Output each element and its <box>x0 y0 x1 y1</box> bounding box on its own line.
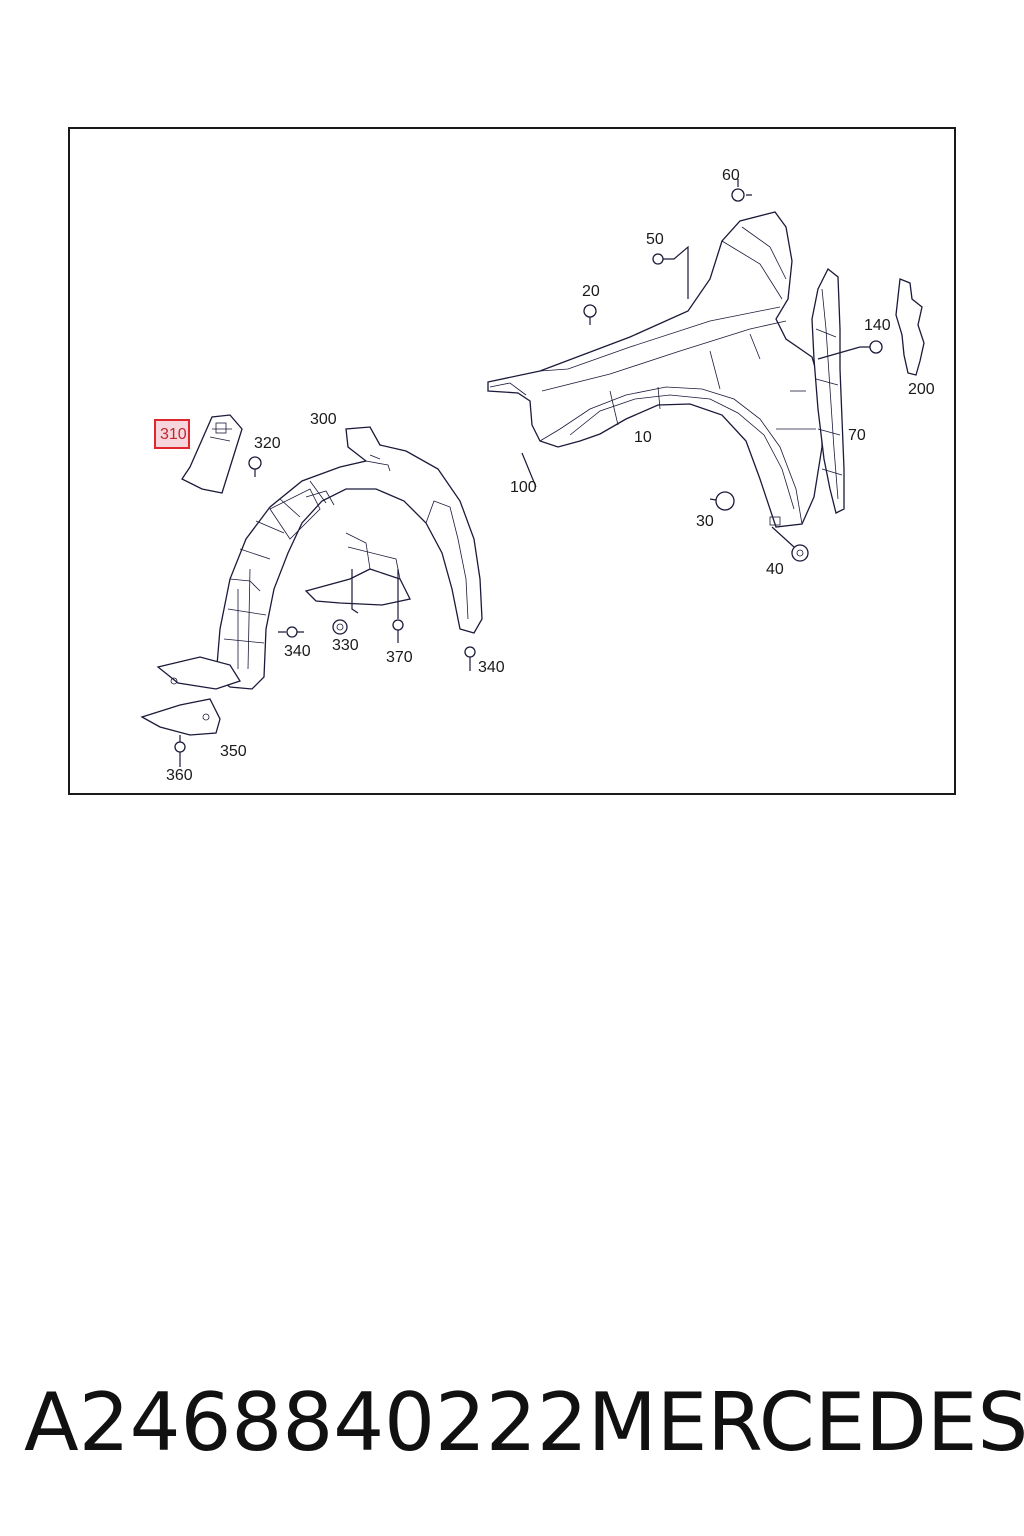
cover-310-part <box>181 414 262 494</box>
callout-20: 20 <box>582 283 600 300</box>
callout-320: 320 <box>254 435 281 452</box>
footer-caption: A2468840222 MERCEDES <box>0 1372 1024 1472</box>
callout-200: 200 <box>908 381 935 398</box>
seal-strip-part <box>811 267 845 514</box>
callout-30: 30 <box>696 513 714 530</box>
part-number: A2468840222 <box>24 1375 588 1469</box>
exploded-parts-drawing <box>140 179 925 767</box>
callout-40: 40 <box>766 561 784 578</box>
callout-50: 50 <box>646 231 664 248</box>
callout-100: 100 <box>510 479 537 496</box>
callout-70: 70 <box>848 427 866 444</box>
callout-310[interactable]: 310 <box>154 419 190 449</box>
callout-330: 330 <box>332 637 359 654</box>
callout-300: 300 <box>310 411 337 428</box>
fender-part <box>487 211 823 528</box>
callout-350: 350 <box>220 743 247 760</box>
wheel-arch-liner-part <box>140 426 483 736</box>
callout-360: 360 <box>166 767 193 784</box>
fasteners-lower <box>174 569 476 767</box>
callout-60: 60 <box>722 167 740 184</box>
fasteners-upper <box>521 179 883 562</box>
callout-10: 10 <box>634 429 652 446</box>
callout-370: 370 <box>386 649 413 666</box>
callout-340-left: 340 <box>284 643 311 660</box>
diagram-frame: 60 50 20 140 200 300 310 320 10 70 100 3… <box>68 127 956 795</box>
insulation-pad-part <box>895 278 925 376</box>
brand-name: MERCEDES <box>587 1375 1024 1469</box>
callout-340-right: 340 <box>478 659 505 676</box>
callout-140: 140 <box>864 317 891 334</box>
